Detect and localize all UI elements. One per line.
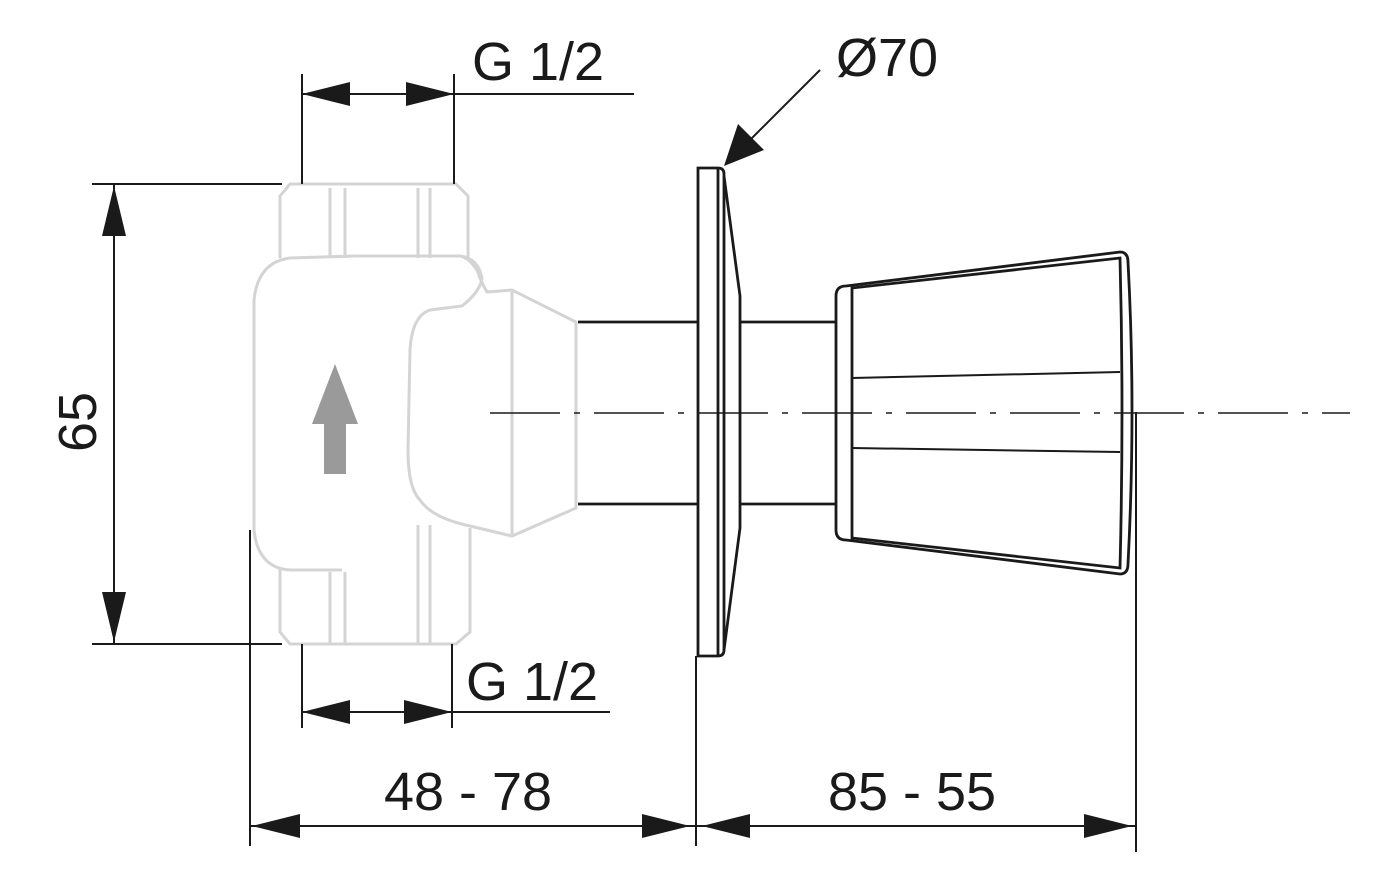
dimension-wall-depth: 48 - 78 (249, 530, 697, 846)
dimension-thread-bottom: G 1/2 (301, 644, 610, 728)
thread-bottom-label: G 1/2 (466, 652, 598, 712)
wall-rosette (696, 166, 742, 658)
dimension-rosette-diameter: Ø70 (724, 28, 938, 166)
valve-handle (834, 250, 1134, 576)
dimension-thread-top: G 1/2 (301, 32, 634, 184)
height-label: 65 (48, 392, 108, 452)
wall-depth-label: 48 - 78 (384, 762, 552, 822)
handle-projection-label: 85 - 55 (828, 762, 996, 822)
dimension-height: 65 (48, 183, 282, 645)
dimension-handle-projection: 85 - 55 (696, 412, 1137, 852)
up-arrow-icon (312, 364, 358, 474)
rosette-diameter-label: Ø70 (836, 28, 938, 88)
valve-body-concealed (252, 182, 578, 646)
thread-top-label: G 1/2 (472, 32, 604, 92)
spindle (578, 320, 836, 506)
